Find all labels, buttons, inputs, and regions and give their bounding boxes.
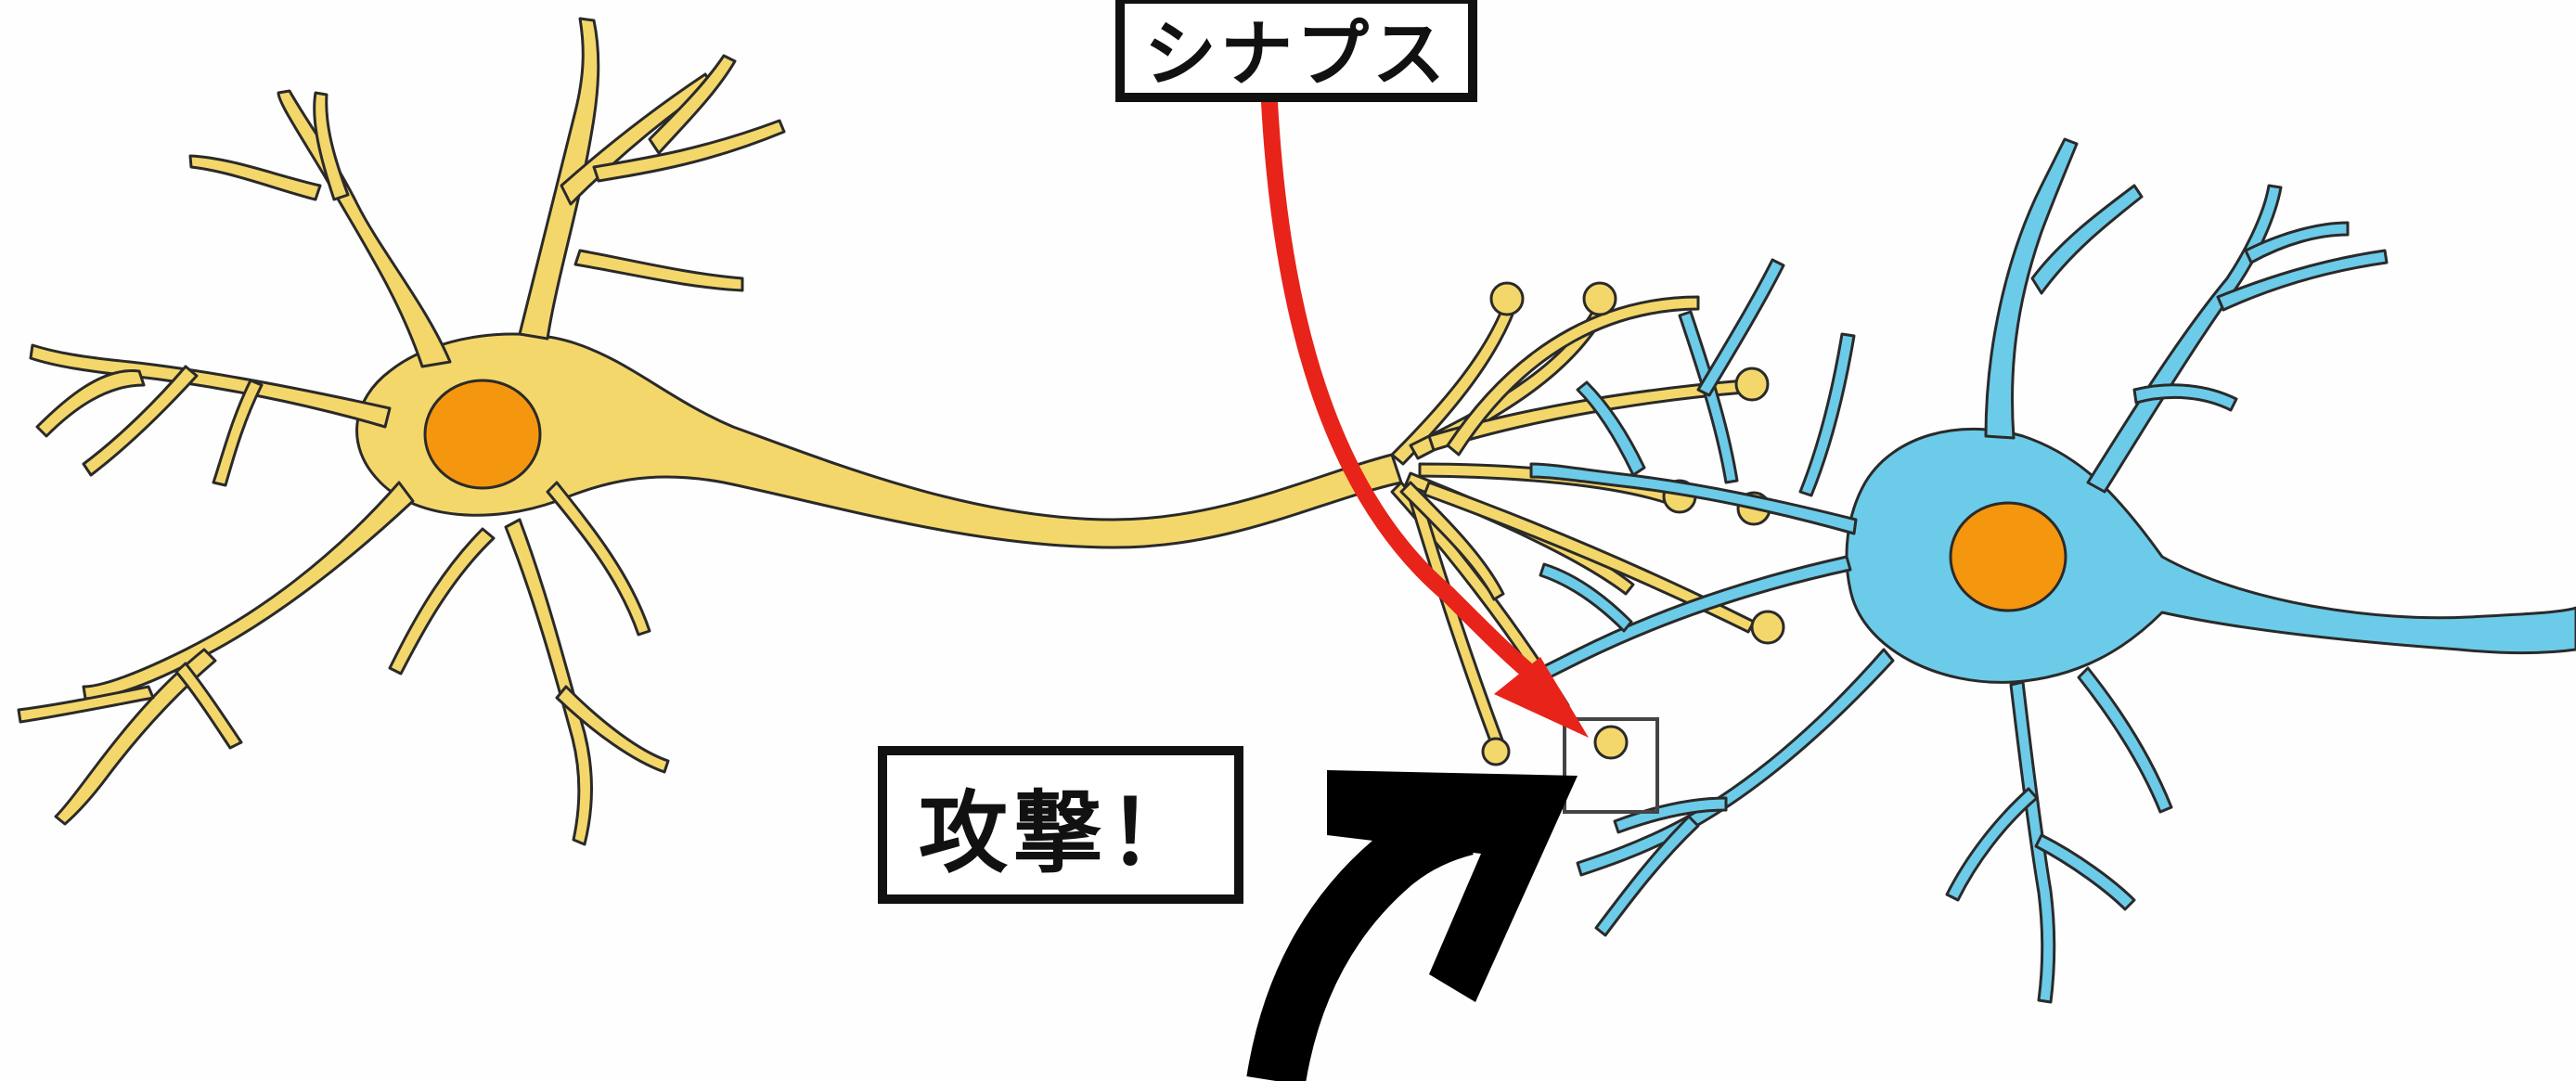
terminal-bulb [1491, 283, 1523, 315]
terminal-bulb [1595, 727, 1627, 758]
curved-arrow-up-right-icon [1276, 770, 1578, 1081]
presynaptic-dendrite [315, 93, 348, 199]
presynaptic-dendrite [390, 529, 494, 674]
synapse-label: シナプス [1115, 0, 1477, 102]
postsynaptic-dendrite [1947, 789, 2037, 900]
presynaptic-dendrite [278, 91, 450, 367]
presynaptic-dendrite [575, 251, 742, 290]
terminal-bulb [1752, 611, 1784, 643]
postsynaptic-dendrite [1986, 139, 2077, 438]
postsynaptic-dendrite [1596, 817, 1698, 935]
terminal-bulb [1483, 739, 1509, 765]
terminal-bulb [1584, 283, 1616, 315]
postsynaptic-nucleus [1951, 503, 2066, 611]
postsynaptic-dendrite [1800, 334, 1854, 495]
postsynaptic-dendrite [2088, 186, 2281, 492]
presynaptic-dendrite [190, 156, 320, 199]
presynaptic-dendrite [213, 380, 262, 485]
presynaptic-nucleus [425, 380, 540, 488]
attack-label: 攻撃！ [878, 746, 1243, 904]
presynaptic-dendrite [506, 520, 592, 844]
presynaptic-neuron [19, 19, 1784, 844]
postsynaptic-dendrite [2079, 668, 2171, 812]
terminal-bulb [1736, 368, 1768, 400]
presynaptic-dendrite [547, 483, 650, 635]
postsynaptic-dendrite [1578, 650, 1893, 875]
presynaptic-dendrite [84, 483, 413, 699]
presynaptic-dendrite [176, 663, 241, 748]
